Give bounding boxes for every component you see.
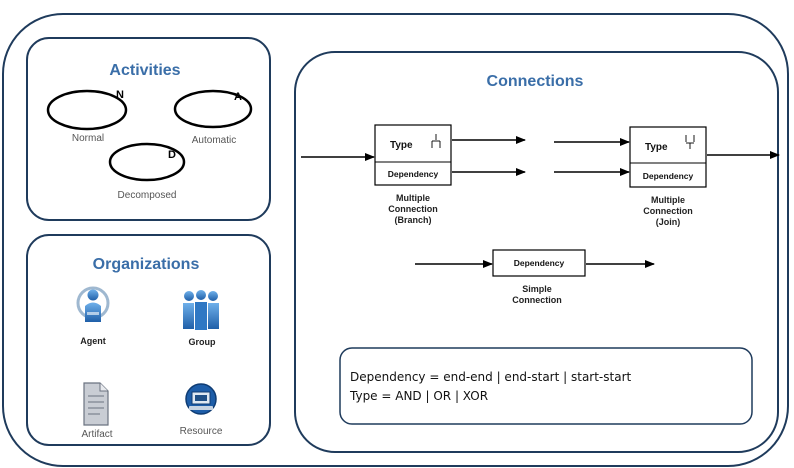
group-label: Group xyxy=(189,337,216,347)
normal-label: Normal xyxy=(72,133,104,144)
join-merge-icon xyxy=(685,135,695,149)
simple-caption-2: Connection xyxy=(512,295,562,305)
automatic-marker: A xyxy=(234,91,242,103)
join-caption-2: Connection xyxy=(643,206,693,216)
branch-box xyxy=(374,124,452,186)
legend-box xyxy=(339,347,753,425)
branch-caption-2: Connection xyxy=(388,204,438,214)
activity-automatic: A Automatic xyxy=(173,89,253,146)
legend-type-line: Type = AND | OR | XOR xyxy=(349,389,488,403)
resource-icon xyxy=(185,383,217,415)
simple-box xyxy=(492,249,586,277)
simple-caption-1: Simple xyxy=(522,284,552,294)
agent-label: Agent xyxy=(80,336,106,346)
branch-split-icon xyxy=(431,134,441,148)
simple-dependency-label: Dependency xyxy=(514,258,565,268)
branch-connection: Type Dependency Multiple Connection (Bra… xyxy=(301,124,526,225)
organizations-panel: Organizations Agent Group Ar xyxy=(26,234,271,446)
join-type-label: Type xyxy=(645,142,668,153)
normal-marker: N xyxy=(116,89,124,101)
decomposed-activity-shape xyxy=(108,142,186,182)
legend-dependency-line: Dependency = end-end | end-start | start… xyxy=(350,370,632,384)
branch-dependency-label: Dependency xyxy=(388,169,439,179)
activity-normal: N Normal xyxy=(46,89,128,144)
activity-decomposed: D Decomposed xyxy=(108,142,186,201)
connections-panel: Connections Type Dependency Multiple Con… xyxy=(294,51,780,453)
artifact-label: Artifact xyxy=(81,429,112,440)
join-connection: Type Dependency Multiple Connection (Joi… xyxy=(554,126,780,227)
branch-type-label: Type xyxy=(390,140,413,151)
join-dependency-label: Dependency xyxy=(643,171,694,181)
join-caption-1: Multiple xyxy=(651,195,685,205)
connections-legend: Dependency = end-end | end-start | start… xyxy=(339,347,753,425)
join-box xyxy=(629,126,707,188)
resource-label: Resource xyxy=(180,426,223,437)
normal-activity-shape xyxy=(46,89,128,131)
artifact-icon xyxy=(83,382,109,426)
activities-panel-border xyxy=(26,37,271,221)
connections-title: Connections xyxy=(487,73,584,90)
automatic-label: Automatic xyxy=(192,135,236,146)
group-icon xyxy=(183,290,219,330)
activities-panel: Activities N Normal A Automatic D Decomp… xyxy=(26,37,271,221)
branch-caption-1: Multiple xyxy=(396,193,430,203)
simple-connection: Dependency Simple Connection xyxy=(415,249,655,305)
organizations-title: Organizations xyxy=(93,256,200,273)
decomposed-marker: D xyxy=(168,149,176,161)
branch-caption-3: (Branch) xyxy=(394,215,431,225)
activities-title: Activities xyxy=(109,62,180,79)
automatic-activity-shape xyxy=(173,89,253,129)
agent-icon xyxy=(76,286,110,322)
decomposed-label: Decomposed xyxy=(118,190,177,201)
join-caption-3: (Join) xyxy=(656,217,681,227)
